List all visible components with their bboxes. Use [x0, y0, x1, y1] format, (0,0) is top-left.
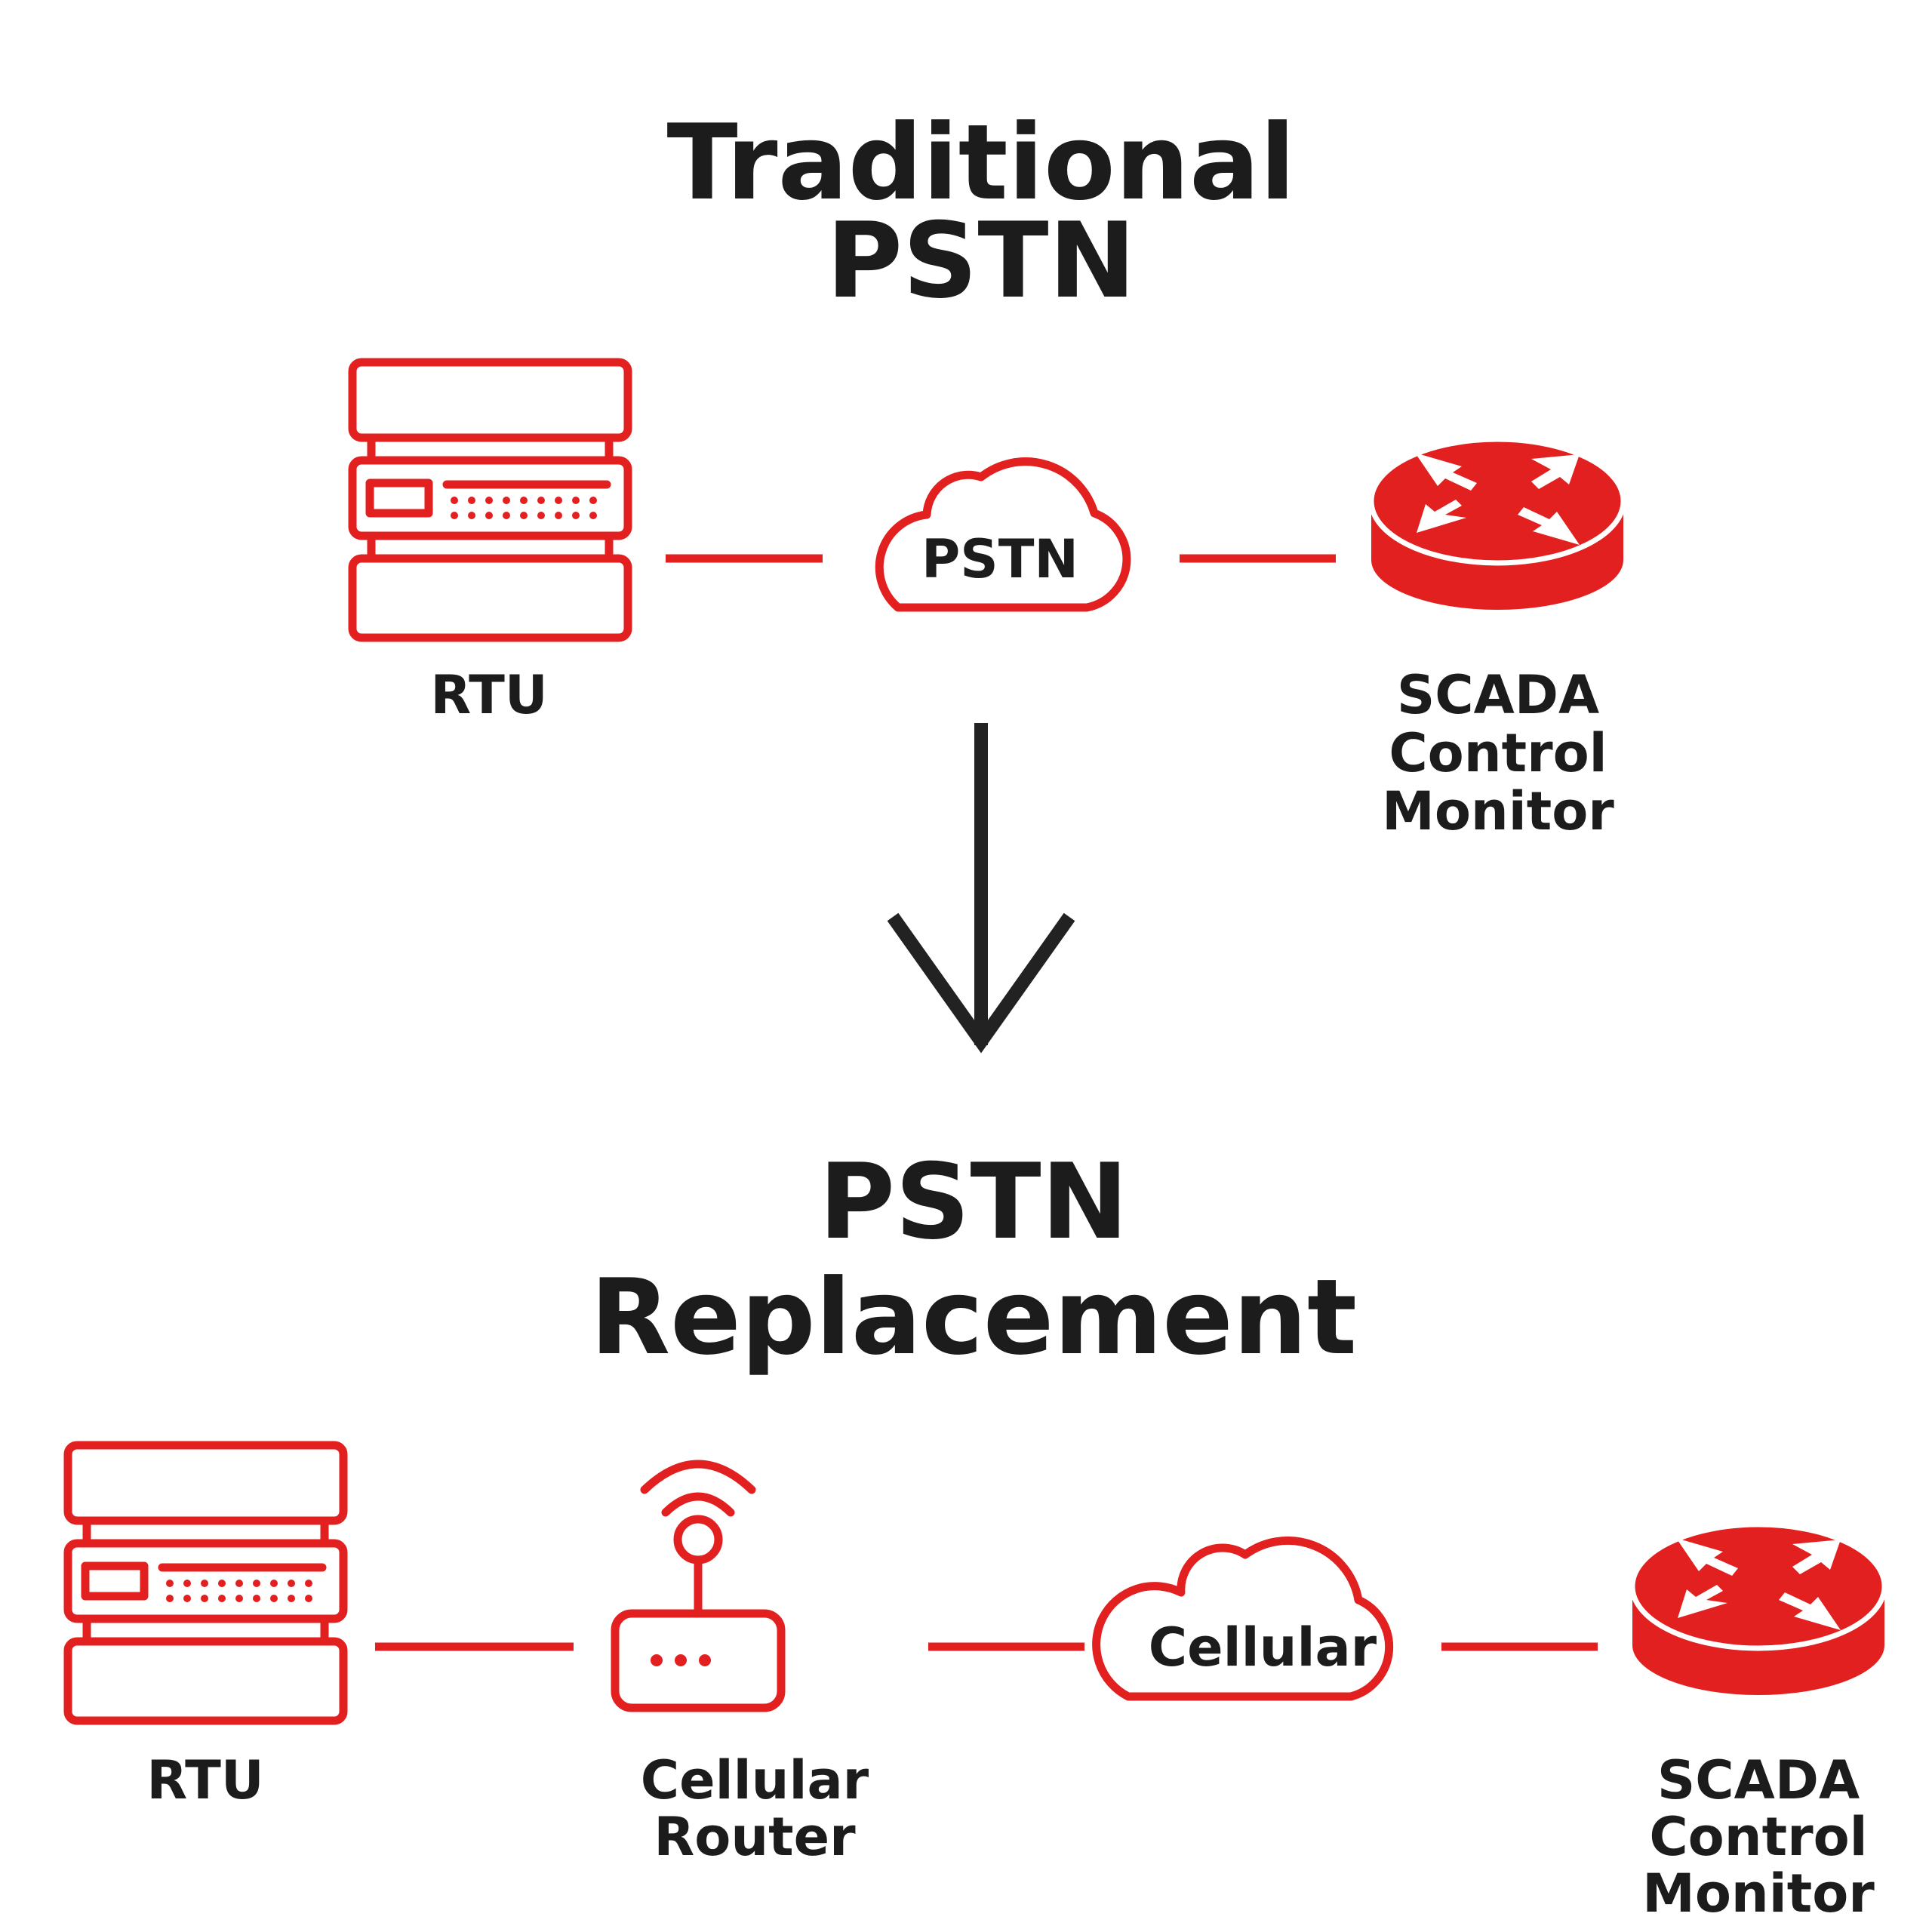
router-label-line1: Cellular — [641, 1749, 869, 1811]
cellular-router-icon — [615, 1464, 781, 1708]
top-scada-router-icon — [1371, 439, 1623, 610]
top-title-line2: PSTN — [826, 200, 1136, 321]
bottom-rtu-icon — [68, 1445, 343, 1721]
top-cloud-label: PSTN — [921, 528, 1078, 590]
top-rtu-icon — [352, 362, 628, 638]
top-title-line1: Traditional — [667, 102, 1296, 223]
top-scada-label-line1: SCADA — [1397, 664, 1599, 726]
bottom-cloud-label: Cellular — [1149, 1617, 1377, 1678]
bottom-title-line1: PSTN — [819, 1141, 1128, 1263]
top-section: Traditional PSTN RTU PSTN SCADA Control … — [352, 102, 1623, 842]
top-cloud-icon: PSTN — [875, 457, 1131, 612]
bottom-scada-label-line1: SCADA — [1657, 1749, 1860, 1811]
router-label-line2: Router — [654, 1806, 856, 1868]
bottom-scada-label-line2: Control — [1649, 1806, 1867, 1868]
bottom-title-line2: Replacement — [590, 1257, 1357, 1378]
top-rtu-label: RTU — [430, 664, 547, 726]
bottom-cloud-icon: Cellular — [1092, 1537, 1394, 1701]
bottom-scada-label-line3: Monitor — [1642, 1863, 1875, 1924]
bottom-scada-router-icon — [1632, 1524, 1884, 1695]
down-arrow-icon — [887, 723, 1075, 1054]
top-scada-label-line2: Control — [1389, 722, 1607, 784]
top-scada-label-line3: Monitor — [1382, 780, 1614, 842]
bottom-section: PSTN Replacement RTU Cellular Router Cel… — [68, 1141, 1884, 1924]
bottom-rtu-label: RTU — [146, 1749, 263, 1811]
